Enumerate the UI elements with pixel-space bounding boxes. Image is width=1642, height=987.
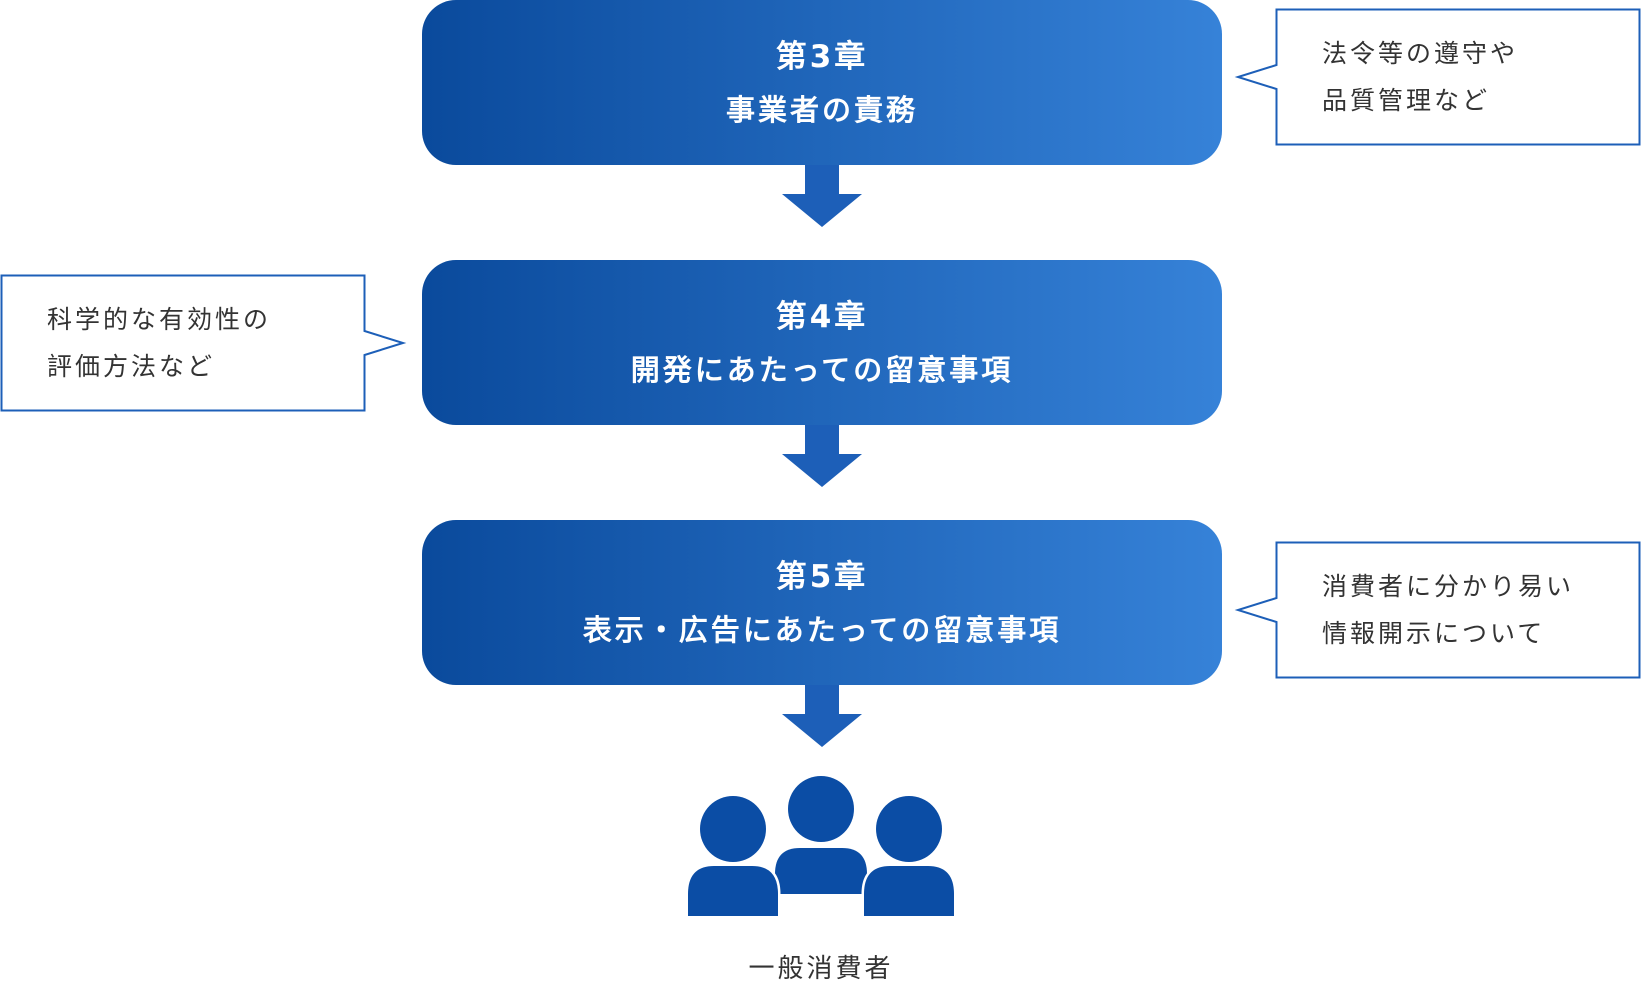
callout-chapter-4: 科学的な有効性の 評価方法など: [0, 274, 407, 412]
down-arrow-icon: [782, 165, 862, 227]
callout-pointer-left-icon: [1234, 541, 1641, 679]
step-chapter: 第5章: [775, 558, 869, 595]
step-title: 表示・広告にあたっての留意事項: [582, 612, 1062, 647]
down-arrow-icon: [782, 685, 862, 747]
step-box-chapter-5: 第5章 表示・広告にあたっての留意事項: [422, 520, 1222, 685]
people-group-icon: [688, 776, 954, 916]
callout-pointer-left-icon: [1234, 8, 1641, 146]
consumer-label: 一般消費者: [748, 954, 894, 984]
step-box-chapter-3: 第3章 事業者の責務: [422, 0, 1222, 165]
down-arrow-icon: [782, 425, 862, 487]
callout-pointer-right-icon: [0, 274, 407, 412]
step-chapter: 第3章: [775, 38, 869, 75]
callout-line: 消費者に分かり易い: [1322, 572, 1575, 601]
callout-line: 情報開示について: [1322, 619, 1546, 648]
callout-line: 評価方法など: [47, 352, 216, 381]
step-box-chapter-4: 第4章 開発にあたっての留意事項: [422, 260, 1222, 425]
step-title: 事業者の責務: [725, 92, 918, 127]
step-title: 開発にあたっての留意事項: [630, 352, 1014, 387]
callout-line: 品質管理など: [1322, 86, 1491, 115]
callout-line: 科学的な有効性の: [47, 305, 272, 334]
step-chapter: 第4章: [775, 298, 869, 335]
callout-chapter-5: 消費者に分かり易い 情報開示について: [1234, 541, 1641, 679]
callout-chapter-3: 法令等の遵守や 品質管理など: [1234, 8, 1641, 146]
callout-line: 法令等の遵守や: [1322, 39, 1519, 68]
